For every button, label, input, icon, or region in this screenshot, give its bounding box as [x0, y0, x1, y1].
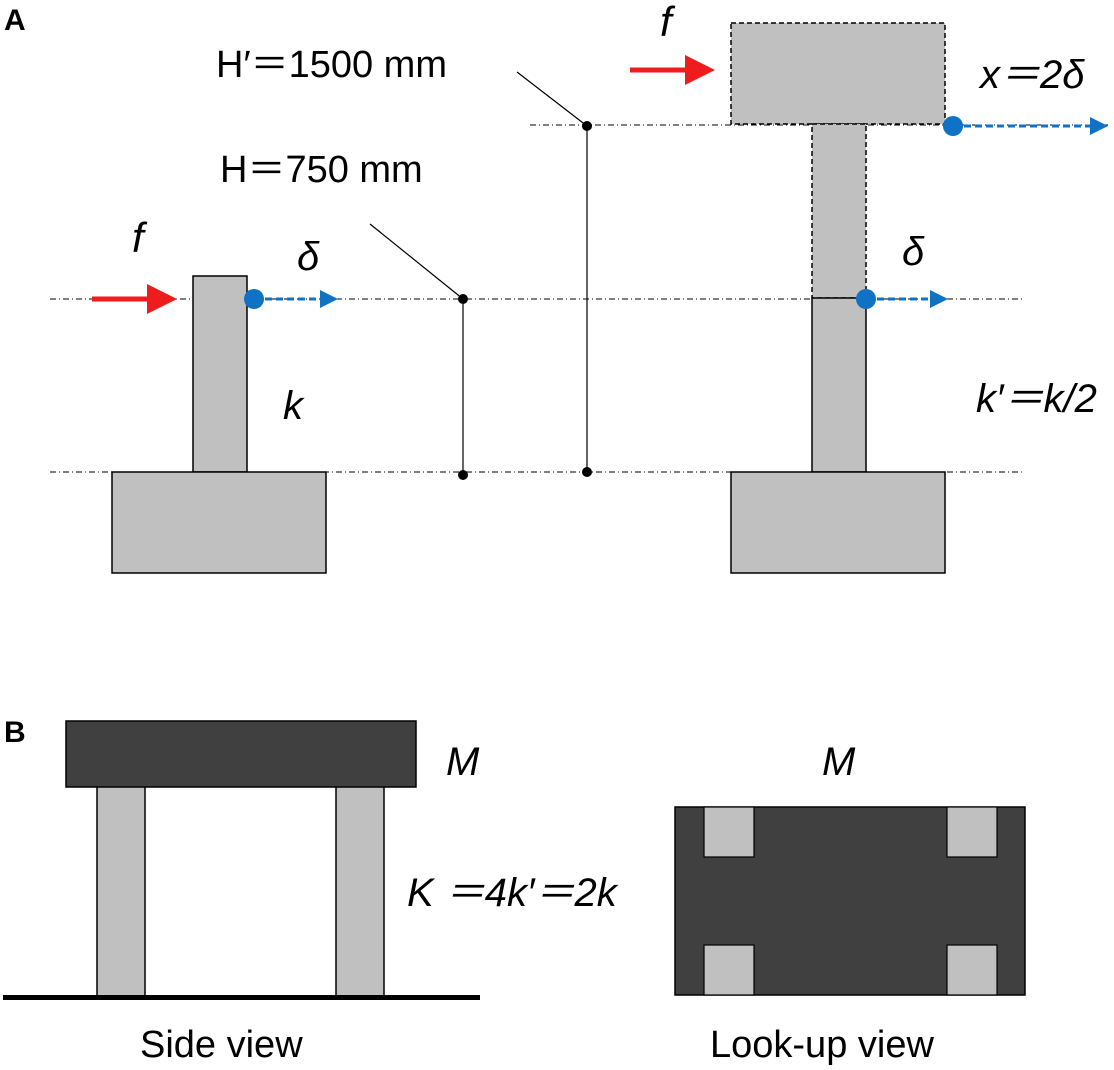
label-delta-right: δ: [902, 230, 925, 274]
label-delta-left: δ: [297, 235, 320, 279]
force-arrow-right: [630, 55, 715, 85]
look-up-view-column-top-left: [703, 806, 755, 858]
side-view-mass-deck: [65, 720, 417, 788]
panel-b-letter: B: [4, 716, 26, 749]
dot-h-prime-top: [582, 121, 592, 131]
tall-pier-upper-column-dashed: [811, 123, 867, 299]
label-h: H＝750 mm: [220, 149, 423, 191]
displacement-point-left: [244, 289, 264, 309]
side-view-ground: [3, 995, 480, 1000]
label-look-up-view: Look-up view: [710, 1024, 934, 1066]
side-view: [3, 720, 480, 1000]
label-stiffness: K ＝4k′＝2k: [407, 871, 619, 915]
side-view-left-column: [96, 785, 146, 997]
dot-h-top: [458, 294, 468, 304]
panel-a-letter: A: [4, 4, 26, 37]
look-up-view-column-bottom-left: [703, 944, 755, 996]
look-up-view: [674, 806, 1026, 996]
tall-pier-cap-dashed: [730, 22, 946, 125]
label-h-prime: H′＝1500 mm: [216, 44, 447, 86]
displacement-point-right-top: [943, 116, 963, 136]
label-k-prime: k′＝k/2: [976, 377, 1097, 421]
displacement-arrow-right-top: [943, 116, 1108, 136]
leader-h: [369, 223, 464, 300]
tall-pier-footing: [730, 471, 946, 574]
dimension-dots: [458, 121, 592, 480]
tall-pier: [730, 22, 946, 574]
displacement-point-right-mid: [856, 289, 876, 309]
label-mass-side: M: [446, 740, 480, 784]
label-k: k: [283, 384, 305, 428]
look-up-view-column-top-right: [946, 806, 998, 858]
short-pier-column: [192, 275, 248, 473]
leader-h-prime: [516, 71, 588, 127]
dot-h-bottom: [458, 470, 468, 480]
label-force-right: f: [660, 0, 676, 45]
label-mass-look-up: M: [822, 740, 856, 784]
tall-pier-lower-column: [811, 297, 867, 473]
short-pier: [111, 275, 327, 574]
displacement-arrow-left: [244, 289, 338, 309]
dimension-lines: [369, 71, 588, 475]
label-side-view: Side view: [140, 1024, 303, 1066]
displacement-arrow-right-mid: [856, 289, 948, 309]
look-up-view-column-bottom-right: [946, 944, 998, 996]
side-view-right-column: [335, 785, 385, 997]
short-pier-footing: [111, 471, 327, 574]
dot-h-prime-bottom: [582, 467, 592, 477]
label-force-left: f: [132, 214, 148, 261]
force-arrow-left: [92, 284, 177, 314]
label-x-displacement: x＝2δ: [978, 53, 1085, 97]
